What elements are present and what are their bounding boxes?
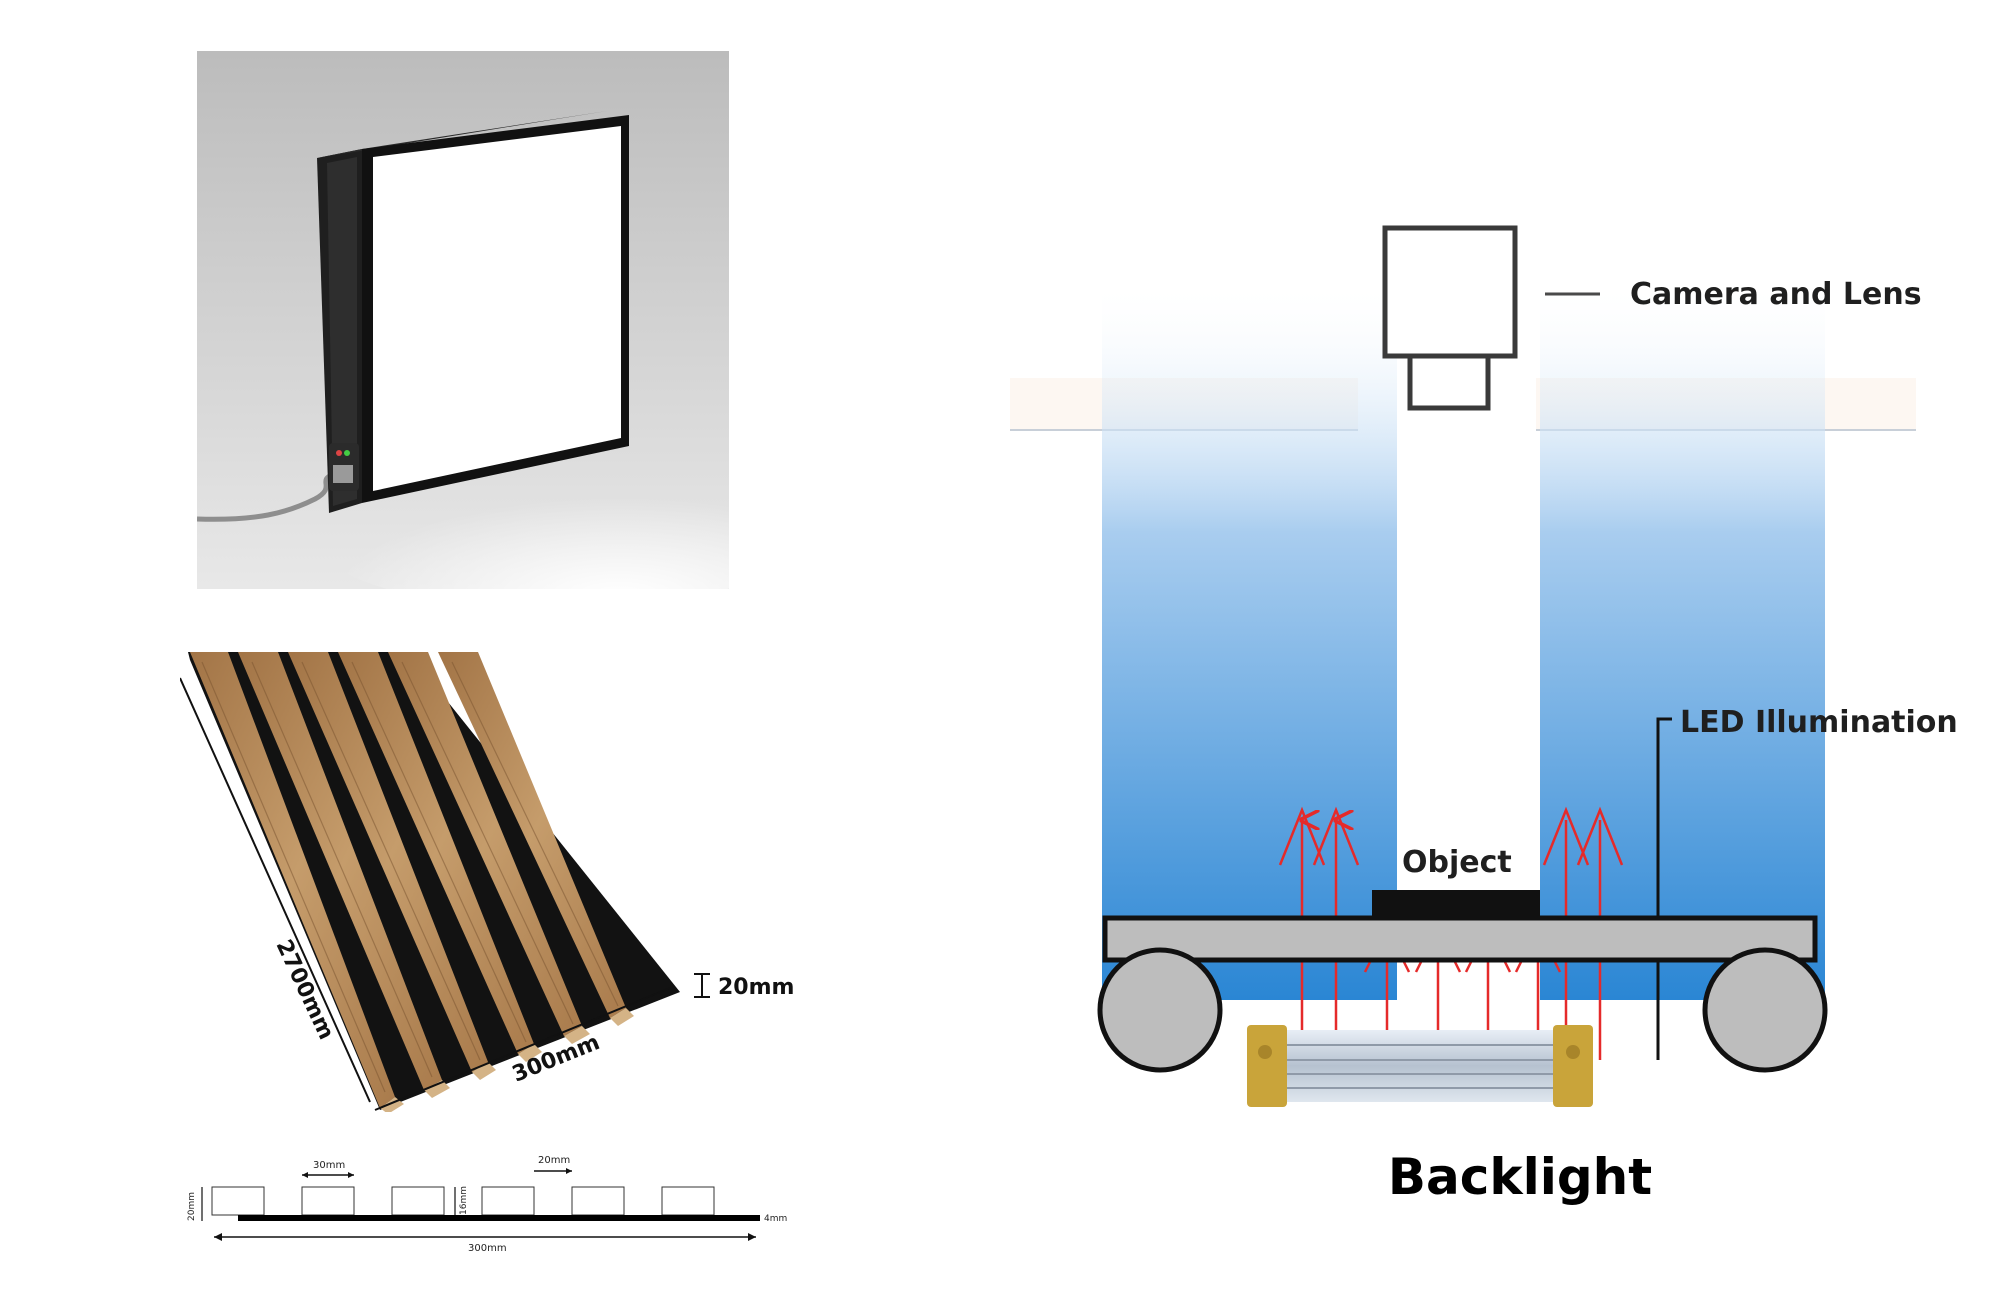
- object-block: [1372, 890, 1540, 918]
- led-bar-icon: [1247, 1025, 1593, 1107]
- profile-slat-height-label: 16mm: [459, 1186, 469, 1215]
- slat-profile-drawing: 30mm 20mm 16mm 20mm 4mm 300mm: [187, 1155, 787, 1254]
- backlight-diagram: Camera and Lens LED Illumination Object: [1010, 225, 1958, 1107]
- object-label: Object: [1402, 845, 1512, 880]
- backlight-panel-photo: [197, 51, 729, 589]
- profile-backing-label: 4mm: [764, 1214, 787, 1224]
- profile-total-width-label: 300mm: [468, 1243, 507, 1253]
- profile-slat-width-label: 30mm: [313, 1160, 345, 1171]
- light-glow-left: [1102, 280, 1397, 1000]
- stage-wheel-right: [1702, 947, 1828, 1073]
- slat-thickness-label: 20mm: [718, 975, 794, 1000]
- profile-total-height-label: 20mm: [187, 1192, 197, 1221]
- camera-label: Camera and Lens: [1630, 277, 1922, 312]
- led-label: LED Illumination: [1680, 705, 1958, 740]
- wood-slat-panel-figure: 2700mm 300mm 20mm: [179, 652, 820, 1114]
- light-glow-right: [1540, 280, 1825, 1000]
- profile-gap-label: 20mm: [538, 1155, 570, 1166]
- slat-profile-section: 30mm 20mm 16mm 20mm 4mm 300mm: [180, 1125, 800, 1254]
- wood-slat-panel-drawing: 2700mm 300mm 20mm: [179, 652, 794, 1114]
- stage-wheel-left: [1097, 947, 1223, 1073]
- camera-icon: [1382, 225, 1518, 411]
- diagram-title: Backlight: [1387, 1148, 1653, 1206]
- stage-platform: [1102, 915, 1818, 963]
